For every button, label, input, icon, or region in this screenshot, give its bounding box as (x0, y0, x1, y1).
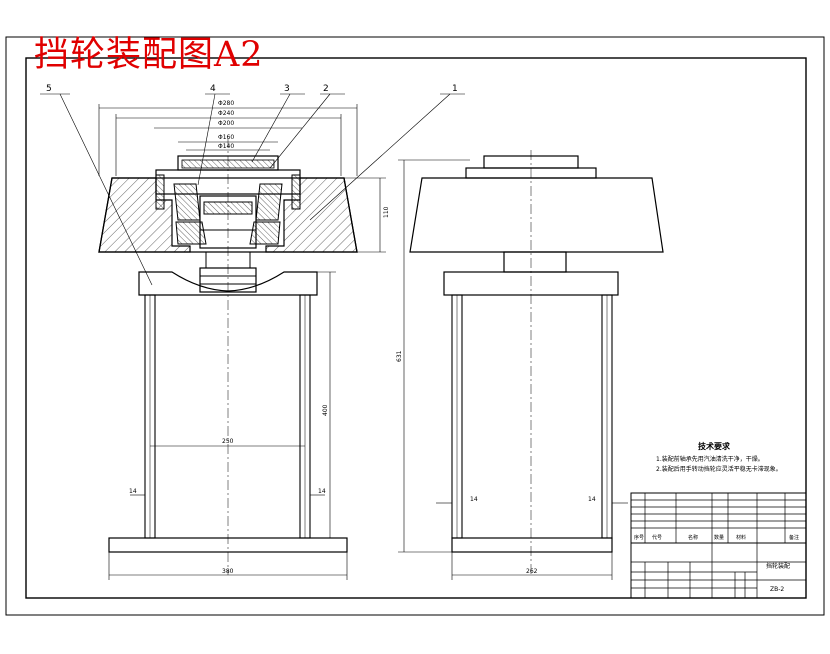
tb-header-5: 材料 (736, 534, 746, 541)
dim-top-width-3: Φ200 (218, 120, 234, 127)
dim-tube-right: 14 (318, 488, 326, 495)
outer-border (5, 36, 825, 616)
drawing-title: 挡轮装配图A2 (34, 35, 264, 75)
balloon-5: 5 (46, 84, 52, 94)
tb-name: 挡轮装配 (766, 562, 790, 570)
notes-line-1: 1.装配前轴承先用汽油清洗干净，干燥。 (656, 455, 764, 463)
dim-side-tube-right: 14 (588, 496, 596, 503)
tb-header-4: 数量 (714, 534, 724, 541)
dim-frame-inner: 250 (222, 438, 234, 445)
dim-base-width: 380 (222, 568, 234, 575)
dim-top-width-2: Φ240 (218, 110, 234, 117)
balloon-3: 3 (284, 84, 290, 94)
front-view (40, 93, 465, 580)
tb-header-6: 备注 (789, 534, 799, 541)
balloon-1: 1 (452, 84, 458, 94)
notes-line-2: 2.装配后用手转动挡轮应灵活平稳无卡滞现象。 (656, 465, 782, 473)
dim-top-width-5: Φ140 (218, 143, 234, 150)
dim-top-width-1: Φ280 (218, 100, 234, 107)
dim-overall-height: 631 (396, 350, 403, 362)
tb-header-2: 代号 (652, 534, 662, 541)
notes-heading: 技术要求 (698, 441, 731, 451)
dim-tube-left: 14 (129, 488, 137, 495)
tb-header-3: 名称 (688, 534, 698, 541)
tb-drawing-no: ZB-2 (770, 586, 784, 593)
dim-side-tube-left: 14 (470, 496, 478, 503)
inner-border (25, 57, 807, 599)
dim-side-base-width: 262 (526, 568, 538, 575)
title-block (630, 492, 807, 599)
tb-header-1: 序号 (634, 534, 644, 541)
dim-frame-height: 400 (322, 404, 329, 416)
dim-height-right: 110 (383, 206, 390, 218)
balloon-4: 4 (210, 84, 216, 94)
dim-top-width-4: Φ160 (218, 134, 234, 141)
side-view (398, 150, 664, 580)
balloon-2: 2 (323, 84, 329, 94)
